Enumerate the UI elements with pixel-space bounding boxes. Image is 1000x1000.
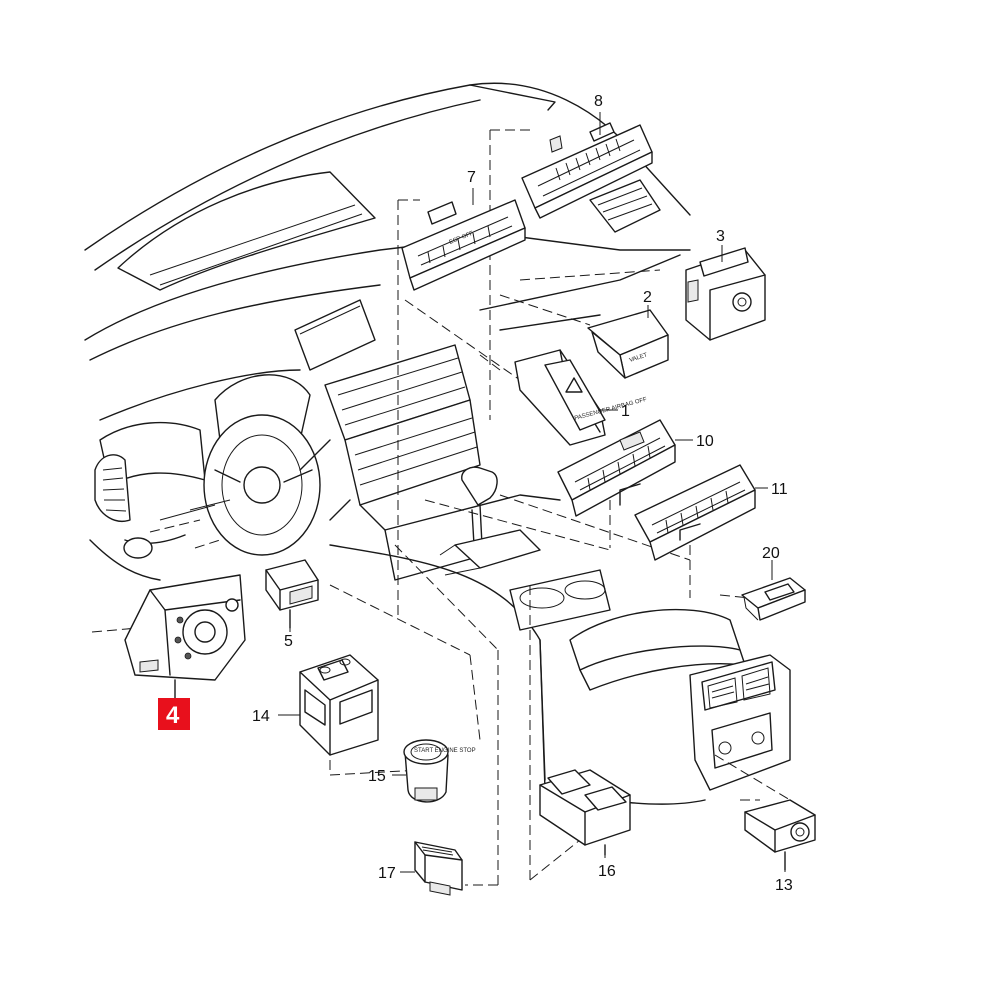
start-engine-text: START ENGINE STOP: [414, 748, 476, 754]
callout-14: 14: [252, 708, 270, 725]
callout-numbers: 8 7 3 2 1 10 11 20 5 14 15 17 16 13: [252, 93, 793, 894]
callout-10: 10: [696, 433, 714, 450]
part-4-light-switch[interactable]: [124, 574, 246, 699]
part-16-window-switch[interactable]: [539, 769, 631, 856]
callout-4-highlight: 4: [158, 698, 190, 730]
part-3-switch[interactable]: [685, 247, 766, 341]
part-11-switch-panel[interactable]: [634, 464, 756, 561]
callout-4: 4: [166, 702, 180, 729]
part-13-switch[interactable]: [744, 799, 816, 871]
part-15-start-button[interactable]: START ENGINE STOP: [403, 739, 476, 803]
callout-5: 5: [284, 633, 293, 650]
callout-20: 20: [762, 545, 780, 562]
part-2-valet-switch[interactable]: VALET: [587, 309, 669, 379]
callout-1: 1: [621, 403, 630, 420]
part-10-switch-panel[interactable]: [557, 419, 676, 517]
callout-11: 11: [771, 481, 788, 498]
part-8-climate-panel[interactable]: [521, 122, 653, 219]
callout-2: 2: [643, 289, 652, 306]
callout-13: 13: [775, 877, 793, 894]
part-14-switch-block[interactable]: [299, 654, 379, 756]
highlight-badge: [158, 698, 190, 730]
part-17-switch[interactable]: [414, 841, 463, 896]
callout-7: 7: [467, 169, 476, 186]
part-20-switch[interactable]: [741, 577, 806, 621]
part-5-switch[interactable]: [265, 559, 319, 629]
part-7-switch-panel[interactable]: ESP OFF: [401, 199, 526, 291]
valet-text: VALET: [629, 352, 649, 364]
callout-leaders: [278, 112, 786, 873]
callout-17: 17: [378, 865, 396, 882]
callout-8: 8: [594, 93, 603, 110]
dashboard-outline: [84, 82, 691, 581]
callout-16: 16: [598, 863, 616, 880]
callout-3: 3: [716, 228, 725, 245]
callout-15: 15: [368, 768, 386, 785]
